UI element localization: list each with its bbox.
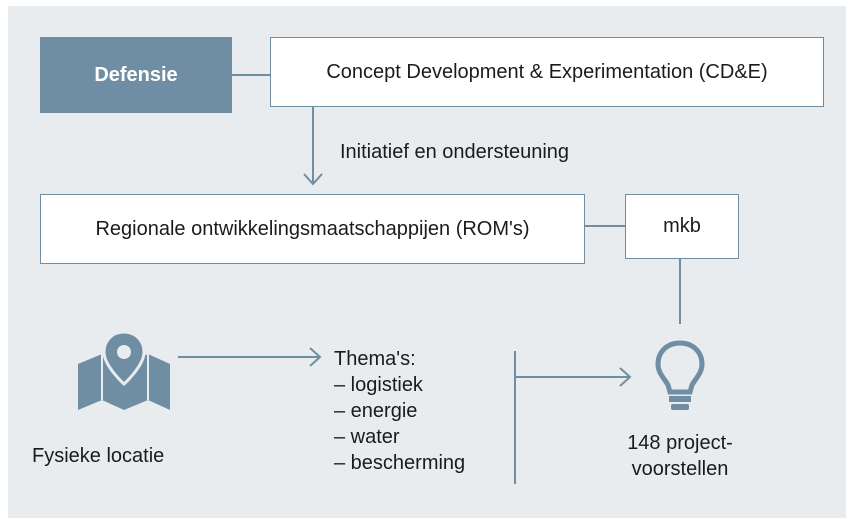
result-line-1: 148 project- bbox=[627, 432, 733, 454]
edge-label-initiative: Initiatief en ondersteuning bbox=[340, 141, 570, 163]
connector-lines bbox=[178, 74, 681, 484]
defensie-label: Defensie bbox=[94, 63, 178, 86]
themes-list: – logistiek – energie – water – bescherm… bbox=[334, 372, 465, 476]
lightbulb-icon bbox=[655, 340, 705, 410]
theme-item-logistiek: – logistiek bbox=[334, 374, 423, 396]
map-pin-icon bbox=[78, 332, 170, 410]
arrowhead-themes bbox=[309, 347, 322, 367]
cde-label: Concept Development & Experimentation (C… bbox=[326, 60, 768, 83]
rom-box: Regionale ontwikkelingsmaatschappijen (R… bbox=[40, 194, 585, 264]
theme-item-energie: – energie bbox=[334, 400, 418, 422]
theme-item-water: – water bbox=[334, 426, 400, 448]
result-line-2: voorstellen bbox=[631, 458, 729, 480]
themes-list-block: Thema's: – logistiek – energie – water –… bbox=[334, 346, 465, 476]
diagram-panel: Defensie Concept Development & Experimen… bbox=[8, 6, 846, 518]
location-label: Fysieke locatie bbox=[32, 445, 165, 467]
result-label: 148 project- voorstellen bbox=[613, 430, 747, 482]
rom-label: Regionale ontwikkelingsmaatschappijen (R… bbox=[95, 217, 530, 240]
mkb-box: mkb bbox=[625, 194, 739, 259]
cde-box: Concept Development & Experimentation (C… bbox=[270, 37, 824, 107]
themes-title: Thema's: bbox=[334, 348, 416, 370]
arrowhead-rom bbox=[303, 173, 323, 186]
arrowhead-bulb bbox=[619, 367, 632, 387]
defensie-box: Defensie bbox=[40, 37, 232, 113]
theme-item-bescherming: – bescherming bbox=[334, 452, 466, 474]
mkb-label: mkb bbox=[663, 215, 701, 237]
